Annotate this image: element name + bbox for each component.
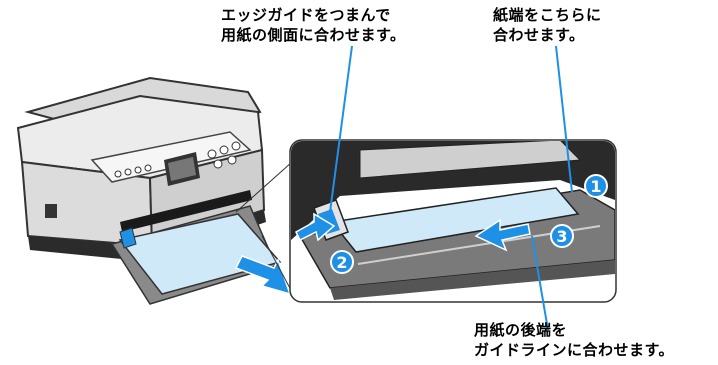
detail-frame [289, 139, 617, 303]
paper-edge-caption: 紙端をこちらに 合わせます。 [493, 5, 602, 45]
paper-edge-caption-line2: 合わせます。 [493, 26, 585, 44]
rear-edge-caption-line2: ガイドラインに合わせます。 [474, 341, 675, 359]
edge-guide-arrow-icon [295, 212, 336, 242]
paper-edge-caption-line1: 紙端をこちらに [493, 6, 602, 24]
marker-3: 3 [550, 224, 574, 248]
marker-1: 1 [584, 174, 608, 198]
marker-1-label: 1 [590, 177, 601, 196]
insert-arrow-icon [234, 255, 292, 296]
rear-edge-caption-line1: 用紙の後端を [474, 321, 568, 339]
leader-lines [329, 45, 573, 331]
edge-guide-caption-line2: 用紙の側面に合わせます。 [221, 26, 406, 44]
printer [16, 76, 282, 305]
marker-2: 2 [330, 250, 354, 274]
edge-guide-caption-line1: エッジガイドをつまんで [221, 6, 391, 24]
marker-2-label: 2 [336, 253, 347, 272]
rear-edge-caption: 用紙の後端を ガイドラインに合わせます。 [474, 320, 674, 360]
marker-3-label: 3 [556, 227, 567, 246]
paper-push-arrow-icon [474, 218, 531, 252]
edge-guide-caption: エッジガイドをつまんで 用紙の側面に合わせます。 [221, 5, 406, 45]
